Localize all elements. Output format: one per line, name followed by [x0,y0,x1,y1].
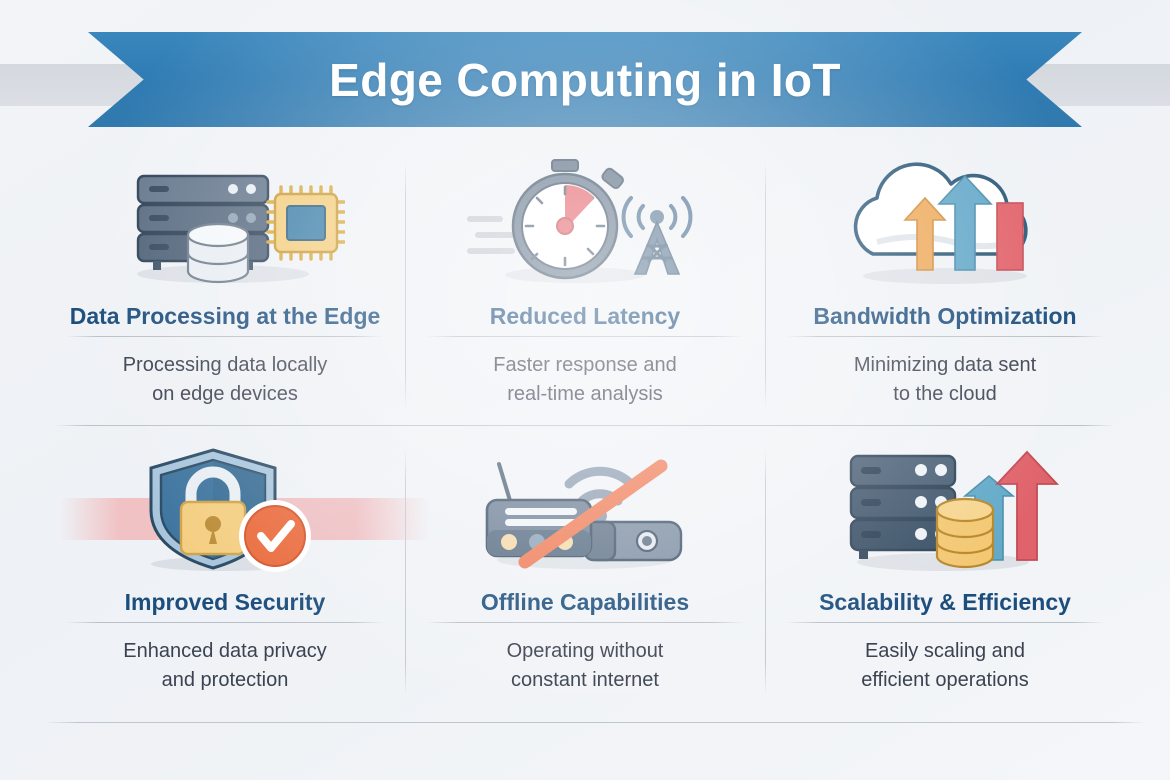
card-description-line1: Processing data locally [122,354,328,377]
cloud-bar-arrows-icon [825,158,1065,286]
card-title: Improved Security [124,589,326,615]
title-underline [786,622,1104,624]
benefit-card-offline-capabilities: Offline Capabilities Operating without c… [405,436,765,722]
card-title: Offline Capabilities [480,589,690,615]
card-description-line1: Easily scaling and [864,640,1026,663]
card-description: Enhanced data privacy and protection [123,637,326,695]
stopwatch-signal-tower-icon [465,158,705,286]
card-description: Easily scaling and efficient operations [861,637,1029,695]
card-description: Faster response and real-time analysis [493,351,676,409]
title-underline [786,336,1104,338]
title-underline [66,336,384,338]
card-description-line1: Operating without [506,640,664,663]
card-description-line1: Faster response and [493,354,677,377]
card-description-line2: real-time analysis [507,383,663,406]
card-title: Bandwidth Optimization [813,303,1077,329]
title-underline [426,336,744,338]
bottom-divider [45,722,1145,723]
card-description-line2: on edge devices [152,383,298,406]
page-title: Edge Computing in IoT [329,53,841,106]
benefit-card-grid: Data Processing at the Edge Processing d… [45,150,1125,722]
card-title: Data Processing at the Edge [69,303,381,329]
router-wifi-disabled-icon [465,444,705,572]
card-description: Operating without constant internet [507,637,664,695]
card-description-line1: Enhanced data privacy [123,640,327,663]
card-description-line1: Minimizing data sent [853,354,1037,377]
benefit-card-reduced-latency: Reduced Latency Faster response and real… [405,150,765,436]
title-underline [426,622,744,624]
row-divider [55,425,1115,426]
card-title: Reduced Latency [489,303,681,329]
title-ribbon: Edge Computing in IoT [88,32,1082,127]
card-description-line2: efficient operations [861,669,1029,692]
title-underline [66,622,384,624]
benefit-card-scalability-efficiency: Scalability & Efficiency Easily scaling … [765,436,1125,722]
card-title: Scalability & Efficiency [819,589,1071,615]
benefit-card-bandwidth-optimization: Bandwidth Optimization Minimizing data s… [765,150,1125,436]
card-description-line2: to the cloud [893,383,997,406]
server-chip-database-icon [105,158,345,286]
card-description: Processing data locally on edge devices [123,351,328,409]
card-description: Minimizing data sent to the cloud [854,351,1036,409]
server-database-growth-arrow-icon [825,444,1065,572]
benefit-card-data-processing: Data Processing at the Edge Processing d… [45,150,405,436]
card-description-line2: constant internet [511,669,659,692]
shield-lock-check-icon [105,444,345,572]
card-description-line2: and protection [161,669,289,692]
benefit-card-improved-security: Improved Security Enhanced data privacy … [45,436,405,722]
